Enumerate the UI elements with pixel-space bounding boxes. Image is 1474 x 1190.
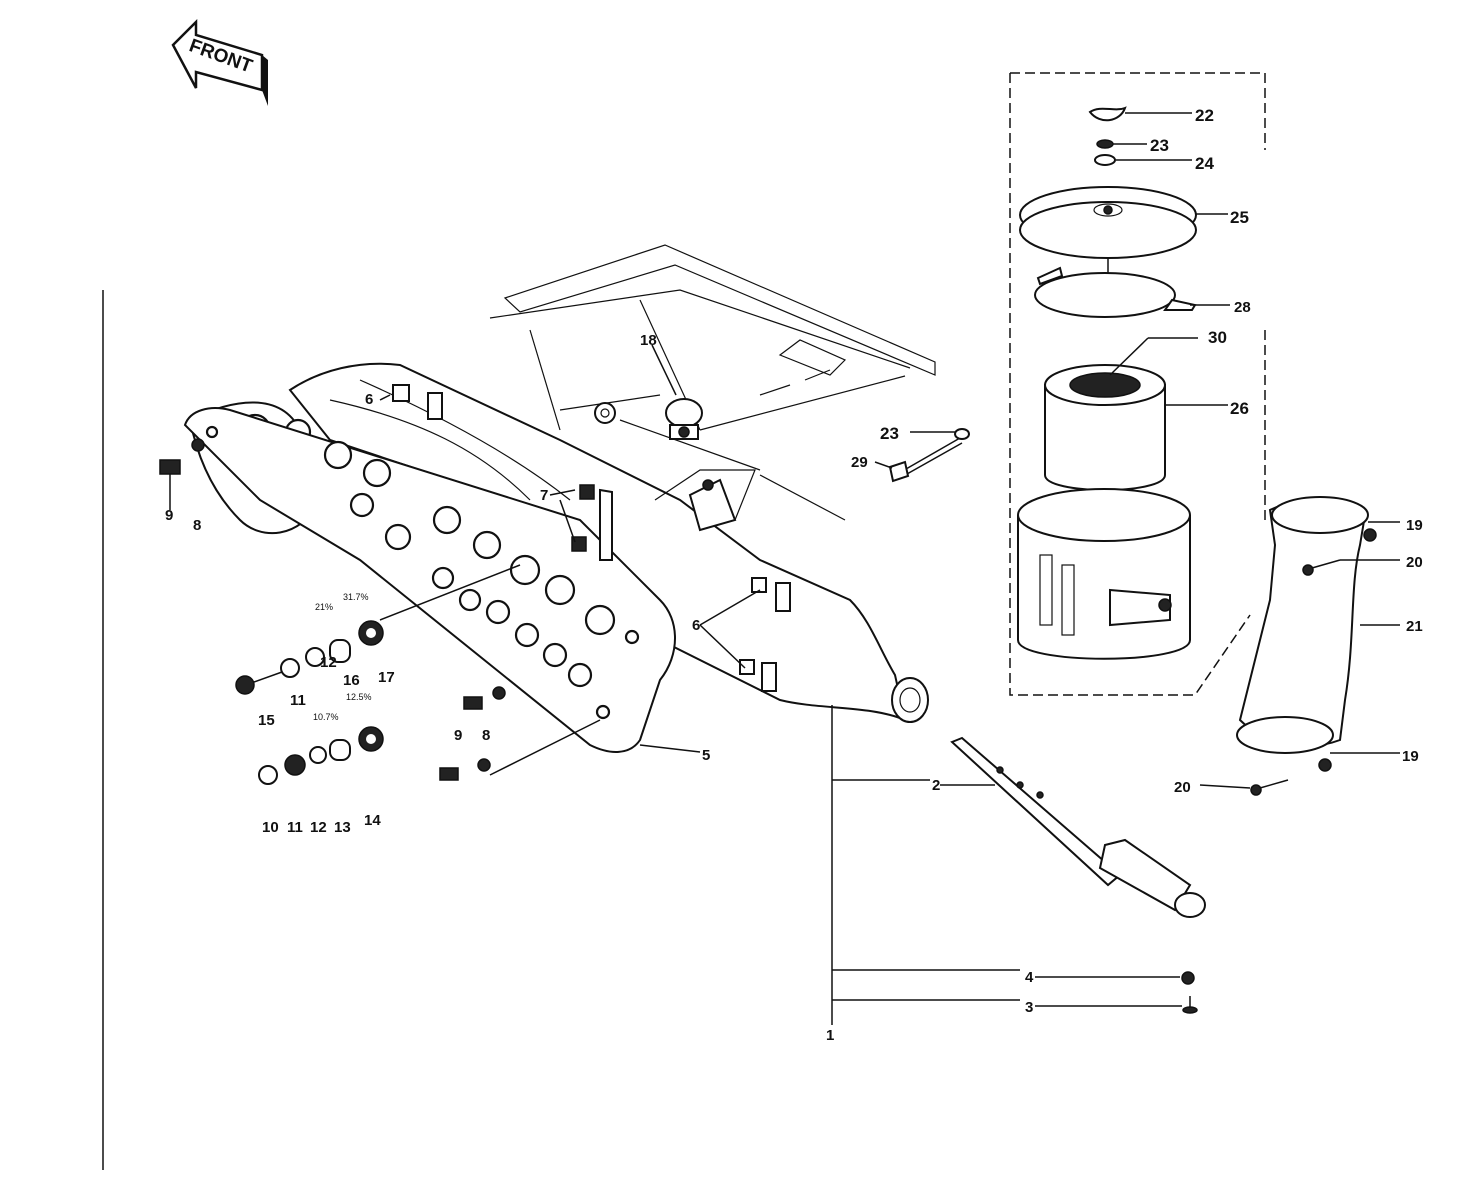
callout-25: 25 bbox=[1230, 208, 1249, 227]
bolt-29 bbox=[888, 428, 970, 483]
callout-20-lower: 20 bbox=[1174, 779, 1191, 796]
callout-19-upper: 19 bbox=[1406, 517, 1423, 534]
screw-20-lower bbox=[1250, 779, 1289, 796]
screw-20-upper bbox=[1302, 559, 1341, 576]
size-note-12-5pct: 12.5% bbox=[346, 692, 372, 702]
frame-clamp-18 bbox=[665, 398, 703, 440]
callout-12-upper: 12 bbox=[320, 654, 337, 671]
callout-5: 5 bbox=[702, 747, 710, 764]
callout-2: 2 bbox=[932, 777, 940, 794]
callout-9-lower: 9 bbox=[454, 727, 462, 744]
washer-24 bbox=[1094, 154, 1116, 166]
callout-8-top: 8 bbox=[193, 517, 201, 534]
callout-19-lower: 19 bbox=[1402, 748, 1419, 765]
callout-14: 14 bbox=[364, 812, 381, 829]
callout-21: 21 bbox=[1406, 618, 1423, 635]
cover-25 bbox=[1019, 186, 1197, 259]
callout-11-lower: 11 bbox=[287, 819, 303, 836]
bracket-6-lower bbox=[739, 577, 791, 692]
washer-23-top bbox=[1096, 139, 1114, 149]
callout-29: 29 bbox=[851, 454, 868, 471]
heat-shield bbox=[183, 407, 676, 753]
bracket-6-top bbox=[392, 384, 443, 420]
screw-3 bbox=[1182, 996, 1198, 1014]
callout-18: 18 bbox=[640, 332, 657, 349]
callout-20-upper: 20 bbox=[1406, 554, 1423, 571]
callout-15: 15 bbox=[258, 712, 275, 729]
size-note-10-7pct: 10.7% bbox=[313, 712, 339, 722]
callout-6-top: 6 bbox=[365, 391, 373, 408]
callout-30: 30 bbox=[1208, 328, 1227, 347]
tail-pipe-parts bbox=[235, 620, 384, 785]
size-note-31-7pct: 31.7% bbox=[343, 592, 369, 602]
callout-4: 4 bbox=[1025, 969, 1034, 986]
washer-4 bbox=[1181, 971, 1195, 985]
callout-3: 3 bbox=[1025, 999, 1033, 1016]
callout-13: 13 bbox=[334, 819, 351, 836]
cushion-7 bbox=[571, 469, 756, 561]
callout-26: 26 bbox=[1230, 399, 1249, 418]
size-note-21pct: 21% bbox=[315, 602, 333, 612]
callout-28: 28 bbox=[1234, 299, 1251, 316]
callout-10: 10 bbox=[262, 819, 279, 836]
bolt-9-lower bbox=[439, 686, 506, 781]
intake-hose-21 bbox=[1236, 496, 1377, 772]
callout-16: 16 bbox=[343, 672, 360, 689]
bolt-9-top bbox=[159, 438, 205, 510]
callout-9-top: 9 bbox=[165, 507, 173, 524]
front-arrow: FRONT bbox=[171, 18, 268, 106]
filter-element-26 bbox=[1044, 364, 1166, 491]
callout-11-upper: 11 bbox=[290, 692, 306, 709]
callout-1: 1 bbox=[826, 1027, 834, 1044]
callout-6-lower: 6 bbox=[692, 617, 700, 634]
air-cleaner-box bbox=[1009, 72, 1266, 696]
wing-nut-22 bbox=[1088, 106, 1127, 122]
callout-23-top: 23 bbox=[1150, 136, 1169, 155]
callout-22: 22 bbox=[1195, 106, 1214, 125]
callout-12-lower: 12 bbox=[310, 819, 327, 836]
callout-17: 17 bbox=[378, 669, 395, 686]
callout-24: 24 bbox=[1195, 154, 1214, 173]
callout-7: 7 bbox=[540, 487, 548, 504]
air-cleaner-case bbox=[1017, 488, 1191, 660]
callout-8-lower: 8 bbox=[482, 727, 490, 744]
plate-28 bbox=[1034, 258, 1197, 318]
baffle-tube-2 bbox=[950, 736, 1206, 918]
callout-23-bolt: 23 bbox=[880, 424, 899, 443]
leader-lines bbox=[379, 112, 1400, 1025]
